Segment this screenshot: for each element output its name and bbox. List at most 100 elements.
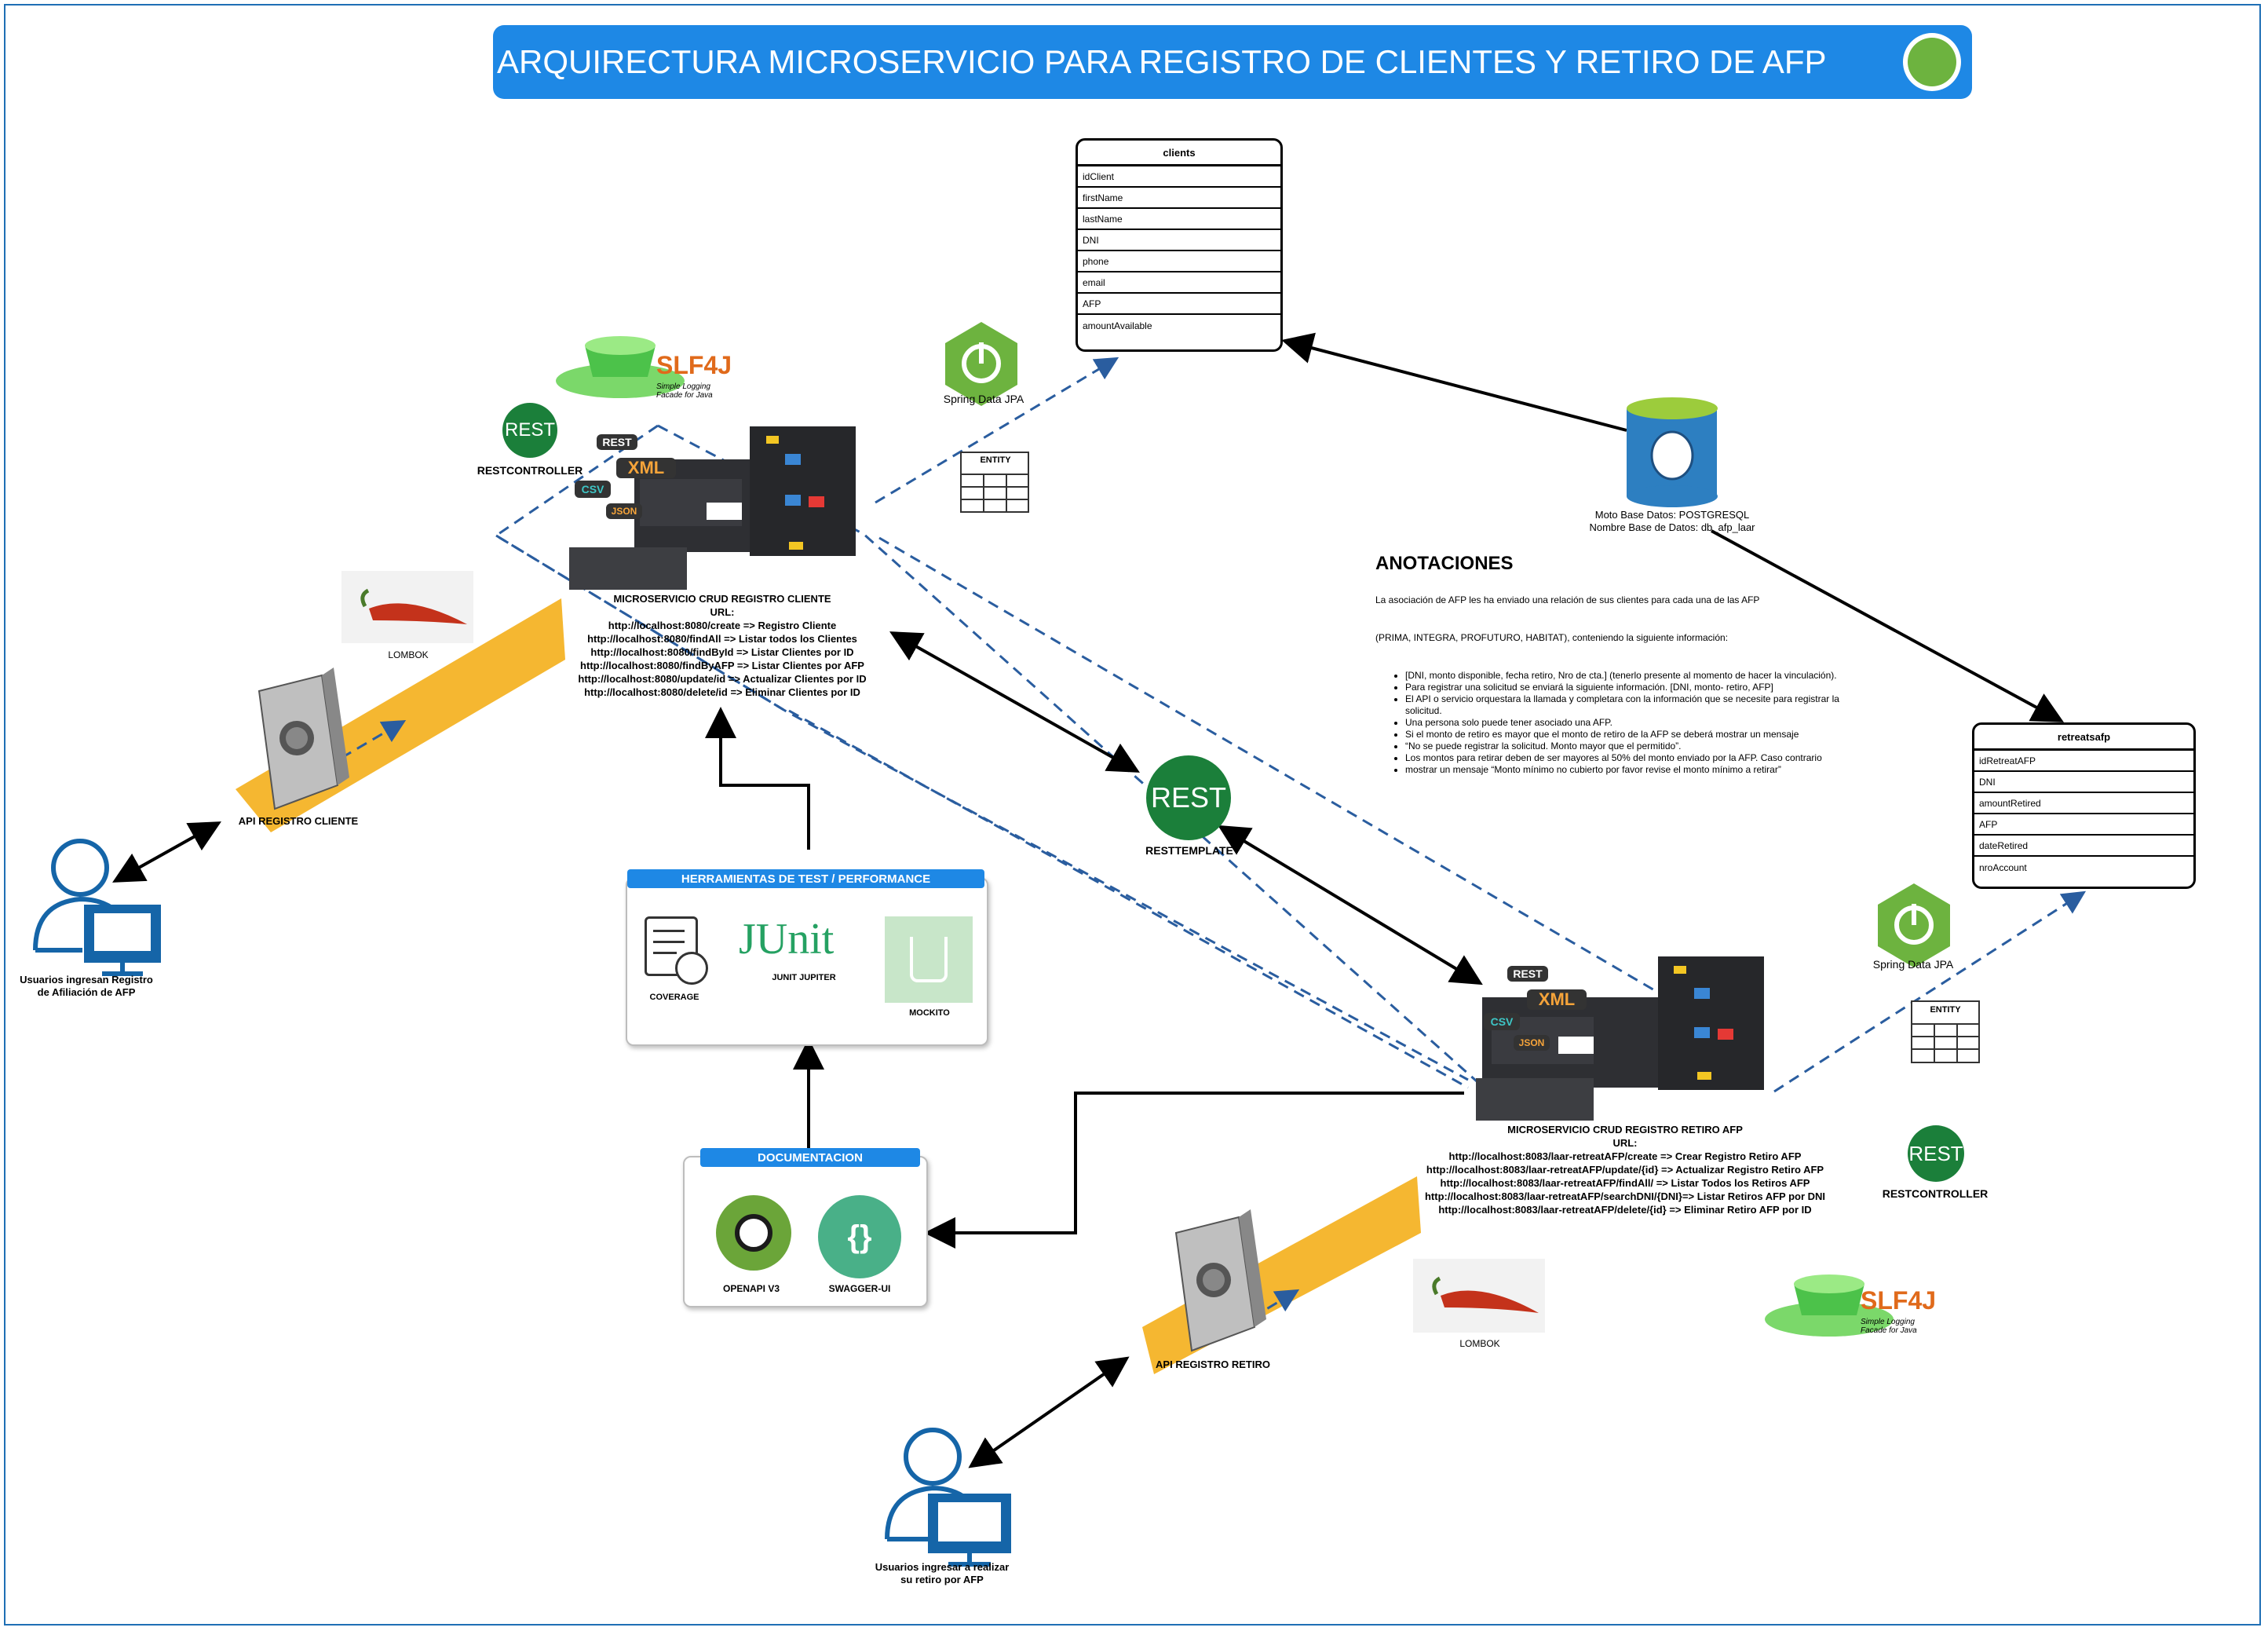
lombok-cliente-icon — [341, 571, 473, 643]
notes-item: Para registrar una solicitud se enviará … — [1405, 682, 1878, 693]
retreatsafp-field-row: DNI — [1974, 772, 2193, 793]
slf4j-retiro-sub: Simple Logging Facade for Java — [1861, 1318, 1917, 1335]
spring-data-jpa-icon — [945, 322, 1017, 406]
slf4j-retiro-icon — [1765, 1274, 1894, 1337]
notes-item: El API o servicio orquestara la llamada … — [1405, 693, 1878, 717]
csv-tag-retiro: CSV — [1484, 1013, 1520, 1030]
spring-icon — [1903, 33, 1961, 91]
ms-cliente-url: http://localhost:8080/create => Registro… — [608, 620, 837, 631]
retreatsafp-field-row: amountRetired — [1974, 793, 2193, 814]
rest-template-icon: REST — [1146, 755, 1231, 840]
notes-p1: La asociación de AFP les ha enviado una … — [1375, 594, 1760, 605]
user-cliente-label: Usuarios ingresan Registro de Afiliación… — [8, 974, 165, 999]
retreatsafp-table-header: retreatsafp — [1974, 725, 2193, 751]
user-retiro-line1: Usuarios ingresar a realizar — [875, 1561, 1010, 1573]
rest-controller-cliente-icon: REST — [502, 403, 557, 458]
clients-field-row: DNI — [1078, 230, 1280, 251]
server-retiro-icon — [1174, 1209, 1266, 1352]
retreatsafp-field-row: AFP — [1974, 814, 2193, 836]
docs-panel: DOCUMENTACION OPENAPI V3 {} SWAGGER-UI — [683, 1148, 928, 1307]
notes-item: [DNI, monto disponible, fecha retiro, Nr… — [1405, 670, 1878, 682]
slf4j-retiro-logo: SLF4J — [1861, 1286, 1937, 1315]
slf4j-sub1: Simple Logging — [1861, 1318, 1915, 1326]
rest-tag-cliente: REST — [597, 434, 637, 450]
csv-tag-cliente: CSV — [575, 481, 611, 498]
mockito-icon — [885, 916, 973, 1003]
ms-retiro-description: MICROSERVICIO CRUD REGISTRO RETIRO AFP U… — [1397, 1123, 1853, 1216]
ms-retiro-url-label: URL: — [1612, 1137, 1638, 1149]
ms-cliente-url-label: URL: — [710, 606, 735, 618]
clients-table-header: clients — [1078, 141, 1280, 166]
notes-item: mostrar un mensaje “Monto mínimo no cubi… — [1405, 764, 1878, 776]
rest-controller-retiro-icon: REST — [1908, 1125, 1964, 1182]
page-title: ARQUIRECTURA MICROSERVICIO PARA REGISTRO… — [493, 25, 1972, 99]
ms-retiro-url: http://localhost:8083/laar-retreatAFP/up… — [1426, 1164, 1824, 1176]
swagger-label: SWAGGER-UI — [828, 1283, 891, 1294]
server-cliente-icon — [257, 667, 349, 810]
clients-field-row: firstName — [1078, 188, 1280, 209]
user-retiro-icon — [885, 1428, 1011, 1567]
clients-field-row: AFP — [1078, 294, 1280, 315]
ms-cliente-url: http://localhost:8080/findAll => Listar … — [587, 633, 857, 645]
lombok-retiro-label: LOMBOK — [1459, 1338, 1500, 1349]
ms-retiro-url: http://localhost:8083/laar-retreatAFP/de… — [1438, 1204, 1812, 1216]
notes-section: ANOTACIONES La asociación de AFP les ha … — [1375, 554, 1878, 776]
user-retiro-line2: su retiro por AFP — [900, 1574, 984, 1585]
json-tag-cliente: JSON — [606, 503, 642, 519]
clients-field-row: email — [1078, 272, 1280, 294]
spring-data-jpa-retiro-icon — [1878, 883, 1950, 967]
database-name: Nombre Base de Datos: db_afp_laar — [1589, 521, 1755, 533]
postgresql-icon — [1627, 397, 1718, 507]
mockito-label: MOCKITO — [909, 1008, 950, 1018]
coverage-icon — [645, 916, 708, 985]
notes-list: [DNI, monto disponible, fecha retiro, Nr… — [1375, 670, 1878, 776]
notes-p2: (PRIMA, INTEGRA, PROFUTURO, HABITAT), co… — [1375, 632, 1729, 643]
xml-tag-retiro: XML — [1527, 989, 1587, 1010]
notes-item: Si el monto de retiro es mayor que el mo… — [1405, 729, 1878, 741]
openapi-icon — [716, 1195, 791, 1271]
user-retiro-label: Usuarios ingresar a realizar su retiro p… — [864, 1561, 1021, 1586]
swagger-icon: {} — [818, 1195, 901, 1278]
openapi-label: OPENAPI V3 — [722, 1283, 780, 1294]
ms-cliente-url: http://localhost:8080/findById => Listar… — [590, 646, 854, 658]
ms-cliente-url: http://localhost:8080/update/id => Actua… — [578, 673, 867, 685]
api-retiro-label: API REGISTRO RETIRO — [1156, 1359, 1270, 1370]
ms-retiro-url: http://localhost:8083/laar-retreatAFP/fi… — [1440, 1177, 1810, 1189]
ms-cliente-title: MICROSERVICIO CRUD REGISTRO CLIENTE — [613, 593, 831, 605]
restcontroller-retiro-label: RESTCONTROLLER — [1882, 1187, 1989, 1200]
xml-tag-cliente: XML — [616, 458, 676, 478]
retreatsafp-field-row: idRetreatAFP — [1974, 751, 2193, 772]
clients-field-row: phone — [1078, 251, 1280, 272]
black-connectors — [112, 332, 2065, 1468]
ms-retiro-url: http://localhost:8083/laar-retreatAFP/cr… — [1448, 1150, 1802, 1162]
ms-cliente-illustration — [569, 426, 856, 590]
coverage-label: COVERAGE — [649, 993, 699, 1002]
ms-retiro-title: MICROSERVICIO CRUD REGISTRO RETIRO AFP — [1507, 1124, 1743, 1135]
database-engine: Moto Base Datos: POSTGRESQL — [1594, 509, 1750, 521]
user-cliente-line2: de Afiliación de AFP — [37, 986, 136, 998]
json-tag-retiro: JSON — [1514, 1035, 1550, 1051]
ms-cliente-url: http://localhost:8080/delete/id => Elimi… — [584, 686, 860, 698]
restcontroller-cliente-label: RESTCONTROLLER — [477, 464, 583, 477]
lombok-cliente-label: LOMBOK — [388, 649, 429, 660]
spring-data-jpa-retiro-label: Spring Data JPA — [1872, 958, 1954, 971]
slf4j-cliente-logo: SLF4J — [656, 351, 732, 379]
junit-logo: JUnit — [739, 914, 834, 964]
lombok-retiro-icon — [1413, 1259, 1545, 1333]
retreatsafp-field-row: nroAccount — [1979, 861, 2027, 873]
entity-retiro-label: ENTITY — [1930, 1005, 1961, 1015]
tools-header: HERRAMIENTAS DE TEST / PERFORMANCE — [627, 869, 984, 888]
ms-cliente-description: MICROSERVICIO CRUD REGISTRO CLIENTE URL:… — [550, 592, 895, 699]
slf4j-cliente-icon — [556, 336, 685, 398]
slf4j-sub2: Facade for Java — [656, 391, 713, 400]
entity-retiro-icon — [1911, 1000, 1980, 1063]
entity-cliente-label: ENTITY — [980, 455, 1011, 465]
notes-item: “No se puede registrar la solicitud. Mon… — [1405, 741, 1878, 752]
clients-field-row: lastName — [1078, 209, 1280, 230]
user-cliente-icon — [33, 839, 161, 976]
retreatsafp-field-row: dateRetired — [1974, 836, 2193, 857]
junit-logo-text: JUnit — [739, 915, 835, 964]
